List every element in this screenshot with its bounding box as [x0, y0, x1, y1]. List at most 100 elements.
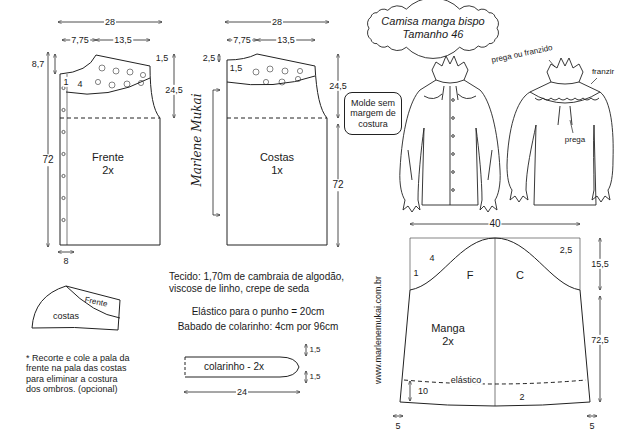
blouse-front-sketch-part: [452, 99, 455, 102]
blouse-back-sketch-part: [558, 106, 572, 125]
cloud-outline-path: [368, 0, 499, 58]
yoke-lace-part: [99, 65, 105, 71]
dimension-label: 13,5: [113, 35, 133, 45]
yoke-pattern-piece: Frentecostas: [28, 282, 123, 332]
dimension-label: 8,7: [31, 59, 46, 69]
yoke-lace-part: [124, 81, 130, 87]
blouse-front-sketch-part: [452, 135, 455, 138]
piece-outline-path: [60, 55, 160, 245]
dimension-label: 24,5: [164, 85, 184, 95]
piece-outline-path: [185, 357, 186, 377]
button-mark: [62, 152, 65, 155]
title-cloud: Camisa manga bispo Tamanho 46: [361, 1, 505, 55]
dimension-lines-part: [587, 416, 597, 417]
dimension-label: 28: [271, 17, 283, 27]
piece-outline-path: [400, 238, 590, 406]
dimension-label: 1,5: [308, 372, 321, 381]
button-mark: [62, 218, 65, 221]
dimension-label: 1,5: [308, 345, 321, 354]
button-mark: [62, 108, 65, 111]
blouse-back-sketch-part: [507, 82, 551, 190]
dimension-label: 15,5: [590, 259, 610, 269]
blouse-back-sketch-part: [551, 82, 579, 84]
piece-label: Molde sem margem de costura: [350, 98, 396, 129]
yoke-lace-part: [113, 68, 119, 74]
piece-outline: [225, 52, 329, 247]
yoke-lace-part: [267, 66, 273, 72]
fabric-note: Tecido: 1,70m de cambraia de algodão, vi…: [168, 271, 348, 294]
fabric-note: Elástico para o punho = 20cm: [191, 306, 326, 318]
leader-lines-part: [570, 120, 573, 133]
blouse-back-sketch: [507, 58, 613, 205]
piece-outline-path: [66, 78, 150, 94]
button-mark: [62, 174, 65, 177]
leader-lines-part: [591, 78, 597, 84]
blouse-front-sketch-part: [432, 56, 468, 80]
leader-lines-part: [549, 60, 555, 67]
piece-outline-path: [60, 118, 160, 119]
dimension-lines-part: [55, 54, 56, 74]
blouse-front-sketch: [400, 56, 500, 212]
blouse-front-sketch-part: [424, 94, 476, 99]
piece-outline-path: [495, 238, 496, 406]
fabric-note: Babado de colarinho: 4cm por 96cm: [177, 321, 340, 333]
piece-outline-path: [67, 74, 68, 245]
button-mark: [62, 130, 65, 133]
dimension-label: 24,5: [328, 81, 348, 91]
dimension-lines-part: [58, 252, 74, 253]
piece-label: Frente 2x: [86, 151, 130, 176]
dimension-label: 5: [588, 421, 595, 431]
yoke-lace-part: [109, 82, 115, 88]
blouse-front-sketch-part: [452, 117, 455, 120]
dimension-label: 1: [412, 268, 419, 278]
dimension-label: 7,75: [70, 35, 90, 45]
callout-text: prega: [564, 135, 586, 144]
dimension-label: 24: [236, 387, 248, 397]
piece-outline-path: [404, 380, 586, 384]
dimension-lines-part: [393, 416, 403, 417]
dimension-label: 40: [488, 218, 501, 230]
watermark: www.marlenemukai.com.br: [373, 275, 383, 385]
callout-text: franzir: [591, 67, 615, 76]
piece-label: colarinho - 2x: [204, 361, 264, 373]
dimension-label: 2,5: [202, 53, 217, 63]
blouse-front-sketch-part: [476, 128, 497, 212]
note-box: Molde sem margem de costura: [344, 92, 402, 135]
blouse-front-sketch-part: [442, 86, 458, 100]
yoke-lace-part: [95, 79, 100, 84]
dimension-label: 28: [104, 17, 116, 27]
dimension-label: 2,5: [559, 245, 574, 255]
yoke-lace-part: [253, 69, 259, 75]
piece-label: Costas 1x: [255, 151, 299, 176]
blouse-front-sketch-part: [452, 189, 455, 192]
yoke-lace-part: [127, 69, 133, 75]
piece-outline-path: [227, 54, 327, 245]
blouse-front-sketch-part: [452, 153, 455, 156]
signature: Marlene Mukai: [191, 92, 205, 187]
dimension-label: 4: [428, 253, 435, 263]
piece-outline-path: [227, 118, 327, 119]
yoke-lace-part: [140, 72, 145, 77]
dimension-label: 7,75: [232, 35, 252, 45]
piece-outline-path: [32, 286, 120, 330]
blouse-front-sketch-part: [452, 171, 455, 174]
leader-lines: [549, 60, 597, 133]
title-text: Camisa manga bispo Tamanho 46: [377, 15, 489, 41]
front-pattern-piece: Frente 2x: [58, 52, 162, 247]
dimension-label: 2: [518, 392, 525, 402]
blouse-front-sketch-part: [403, 128, 424, 212]
piece-outline-path: [185, 357, 299, 377]
dimension-lines-part: [306, 371, 307, 383]
dimension-label: 4: [76, 79, 83, 89]
dimension-label: 1,5: [229, 63, 244, 73]
note-text: * Recorte e cole a pala da frente na pal…: [25, 353, 135, 394]
dimension-label: 10: [417, 386, 429, 396]
dimension-lines-part: [600, 296, 601, 402]
dimension-label: 1,5: [155, 53, 170, 63]
blouse-back-sketch-part: [535, 98, 599, 100]
dimension-lines-part: [410, 381, 411, 401]
dimension-label: 72: [331, 179, 344, 191]
dimension-label: 5: [394, 421, 401, 431]
callout-text: elástico: [450, 375, 483, 385]
